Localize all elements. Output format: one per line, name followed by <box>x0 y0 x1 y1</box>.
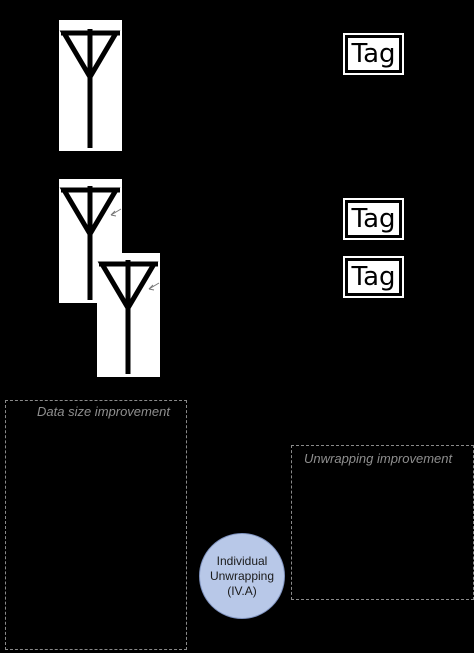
step-label-line-3: (IV.A) <box>227 583 257 598</box>
antenna-array-back <box>59 179 122 303</box>
tag-label: Tag <box>351 204 396 234</box>
tag-box-2: Tag <box>343 198 404 240</box>
antenna-icon <box>97 260 160 374</box>
unwrapping-region <box>291 445 474 600</box>
tag-box-1: Tag <box>343 33 404 75</box>
tag-box-3: Tag <box>343 256 404 298</box>
unwrapping-region-label: Unwrapping improvement <box>304 451 453 466</box>
individual-unwrapping-step: Individual Unwrapping (IV.A) <box>199 533 285 619</box>
antenna-icon <box>59 29 121 148</box>
antenna-single <box>59 20 122 151</box>
antenna-icon <box>59 186 122 300</box>
step-label-line-2: Unwrapping <box>209 568 275 583</box>
data-size-region <box>5 400 187 650</box>
data-size-region-label: Data size improvement <box>37 404 170 419</box>
antenna-array-front <box>97 253 160 377</box>
tag-label: Tag <box>351 262 396 292</box>
tag-label: Tag <box>351 39 396 69</box>
step-label-line-1: Individual <box>216 553 268 568</box>
